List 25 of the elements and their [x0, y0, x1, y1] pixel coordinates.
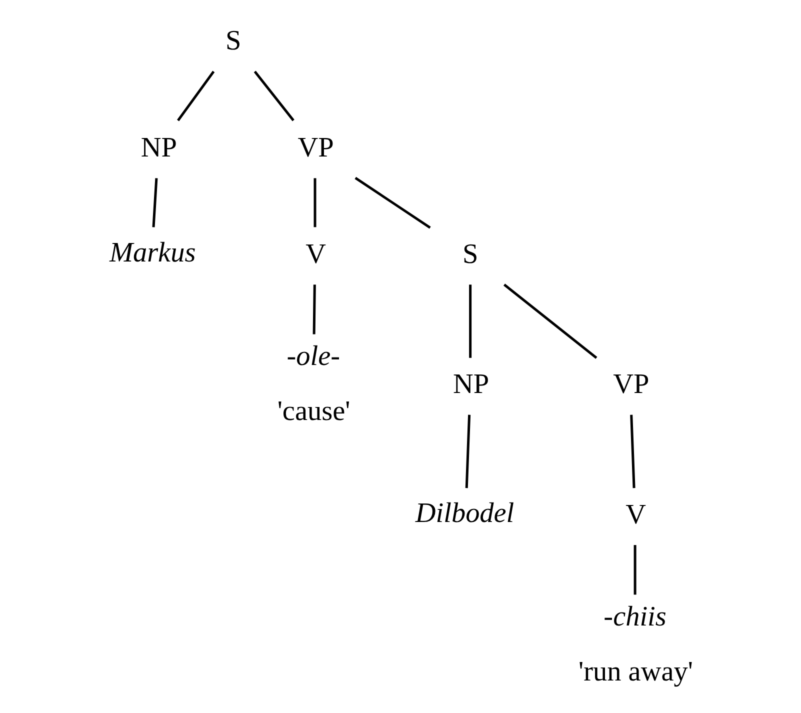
node-label: 'run away' — [578, 656, 693, 688]
node-text: S — [226, 26, 242, 57]
connector — [503, 284, 598, 359]
node-text: V — [306, 238, 326, 270]
connector — [630, 414, 636, 488]
node-text: NP — [453, 369, 490, 400]
connector — [177, 70, 215, 122]
connector — [354, 176, 431, 229]
node-text: Markus — [109, 237, 196, 268]
node-text: -ole- — [286, 340, 340, 372]
node-text: -chiis — [604, 601, 666, 632]
connector — [152, 178, 158, 228]
connector — [634, 545, 636, 595]
node-text: Dilbodel — [415, 498, 514, 529]
connector — [465, 414, 471, 488]
connector — [469, 284, 472, 358]
node-label: 'cause' — [277, 396, 350, 427]
node-text: V — [626, 499, 646, 530]
connector — [254, 70, 294, 122]
connector — [314, 178, 316, 228]
node-text: NP — [140, 132, 177, 164]
node-text: VP — [298, 132, 334, 164]
connector — [312, 284, 316, 334]
node-text: VP — [613, 369, 650, 400]
node-text: S — [462, 238, 478, 270]
